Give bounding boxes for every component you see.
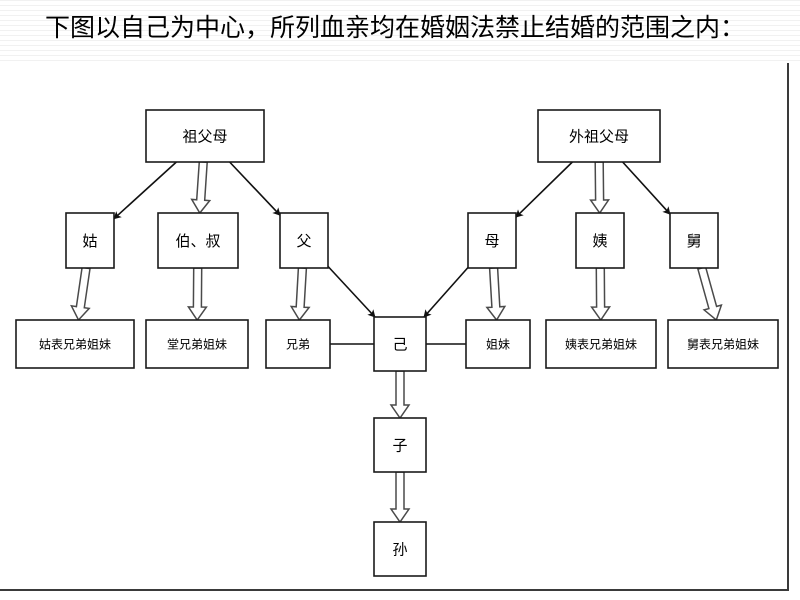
node-ji[interactable]: 己 — [373, 316, 427, 372]
node-jiu[interactable]: 舅 — [669, 212, 719, 269]
node-label-mu: 母 — [484, 232, 499, 250]
node-box-gu — [65, 212, 115, 269]
node-box-yibiao — [545, 319, 657, 369]
edge-gu-to-gubiao — [70, 266, 91, 322]
node-label-zufumu: 祖父母 — [182, 128, 227, 146]
node-box-zi — [373, 417, 427, 473]
node-yi[interactable]: 姨 — [575, 212, 625, 269]
edge-zufumu-to-boshu — [190, 160, 212, 215]
node-box-jiu — [669, 212, 719, 269]
frame-bottom-border — [0, 589, 789, 591]
node-label-boshu: 伯、叔 — [175, 232, 220, 250]
edge-yi-to-yibiao — [590, 267, 612, 322]
frame-right-border — [787, 63, 789, 591]
node-label-fu: 父 — [296, 232, 311, 250]
node-box-fu — [279, 212, 329, 269]
node-label-jiu: 舅 — [686, 232, 701, 250]
node-box-jiubiao — [667, 319, 779, 369]
node-label-zi: 子 — [392, 437, 407, 455]
node-mu[interactable]: 母 — [467, 212, 517, 269]
node-box-boshu — [157, 212, 239, 269]
node-label-yibiao: 姨表兄弟姐妹 — [565, 338, 637, 352]
node-label-jiemei: 姐妹 — [486, 338, 510, 352]
node-yibiao[interactable]: 姨表兄弟姐妹 — [545, 319, 657, 369]
edge-boshu-to-tang — [186, 267, 208, 322]
node-box-sun — [373, 521, 427, 577]
edge-ji-to-zi — [389, 370, 411, 420]
node-box-mu — [467, 212, 517, 269]
node-box-zufumu — [145, 109, 265, 163]
node-box-xiongdi — [265, 319, 331, 369]
edge-waizufumu-to-mu — [515, 161, 573, 218]
edge-jiu-to-jiubiao — [696, 265, 723, 322]
node-box-yi — [575, 212, 625, 269]
node-label-gubiao: 姑表兄弟姐妹 — [39, 338, 111, 352]
node-box-jiemei — [465, 319, 531, 369]
node-waizufumu[interactable]: 外祖父母 — [537, 109, 661, 163]
edge-waizufumu-to-jiu — [622, 161, 671, 215]
node-label-yi: 姨 — [592, 232, 607, 250]
edge-waizufumu-to-yi — [589, 161, 611, 215]
node-zufumu[interactable]: 祖父母 — [145, 109, 265, 163]
page-title: 下图以自己为中心，所列血亲均在婚姻法禁止结婚的范围之内： — [44, 13, 745, 42]
node-label-tang: 堂兄弟姐妹 — [167, 338, 227, 352]
node-jiemei[interactable]: 姐妹 — [465, 319, 531, 369]
node-sun[interactable]: 孙 — [373, 521, 427, 577]
edge-zufumu-to-gu — [113, 161, 177, 220]
node-tang[interactable]: 堂兄弟姐妹 — [145, 319, 249, 369]
edge-mu-to-ji — [423, 266, 469, 318]
node-label-jiubiao: 舅表兄弟姐妹 — [687, 338, 759, 352]
node-gubiao[interactable]: 姑表兄弟姐妹 — [15, 319, 135, 369]
node-label-ji: 己 — [392, 336, 407, 354]
edge-fu-to-xiongdi — [289, 267, 311, 322]
node-label-xiongdi: 兄弟 — [286, 338, 310, 352]
node-gu[interactable]: 姑 — [65, 212, 115, 269]
title-band: 下图以自己为中心，所列血亲均在婚姻法禁止结婚的范围之内： — [0, 0, 800, 56]
edge-layer — [70, 160, 723, 524]
node-box-gubiao — [15, 319, 135, 369]
node-zi[interactable]: 子 — [373, 417, 427, 473]
node-fu[interactable]: 父 — [279, 212, 329, 269]
node-label-waizufumu: 外祖父母 — [569, 128, 629, 146]
node-xiongdi[interactable]: 兄弟 — [265, 319, 331, 369]
node-label-gu: 姑 — [82, 232, 97, 250]
edge-mu-to-jiemei — [485, 267, 507, 322]
node-jiubiao[interactable]: 舅表兄弟姐妹 — [667, 319, 779, 369]
node-box-tang — [145, 319, 249, 369]
node-box-waizufumu — [537, 109, 661, 163]
node-boshu[interactable]: 伯、叔 — [157, 212, 239, 269]
edge-zi-to-sun — [389, 471, 411, 524]
node-label-sun: 孙 — [392, 541, 407, 559]
edge-fu-to-ji — [327, 265, 376, 318]
node-box-ji — [373, 316, 427, 372]
edge-zufumu-to-fu — [229, 161, 281, 216]
